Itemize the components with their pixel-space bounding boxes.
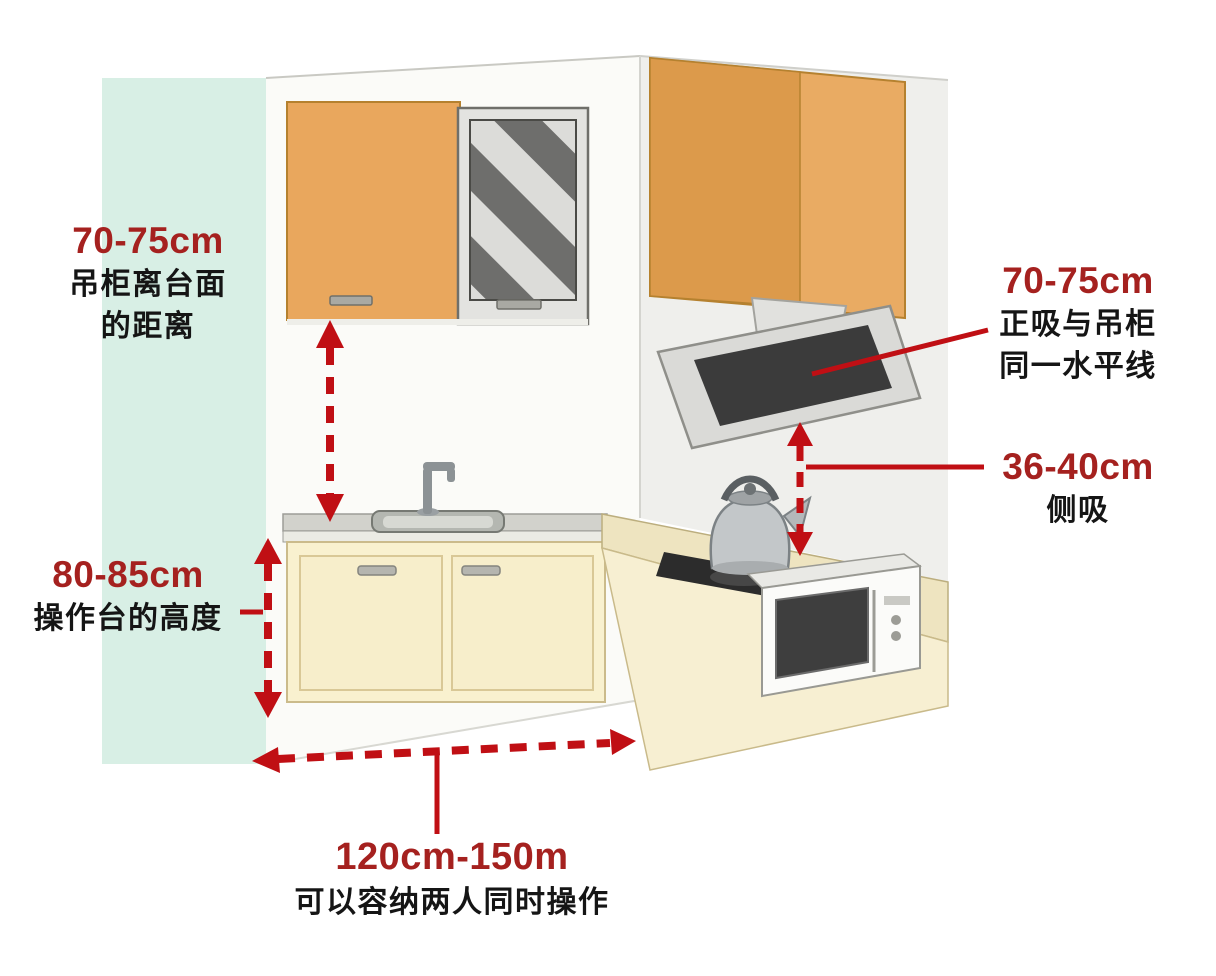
arrow-cabinet-to-counter: [316, 320, 344, 522]
faucet-arm: [423, 462, 455, 471]
floor-edge: [265, 699, 641, 765]
faucet-stem: [423, 468, 432, 514]
annotation-hood-level: 70-75cm 正吸与吊柜 同一水平线: [958, 258, 1198, 388]
arrowhead-down: [254, 692, 282, 718]
microwave: [746, 553, 922, 698]
arrowhead-up: [316, 320, 344, 348]
cabinet-side: [649, 57, 801, 308]
door-handle: [357, 565, 397, 576]
annotation-hood-level-line1: 正吸与吊柜: [999, 308, 1157, 342]
door-handle: [496, 299, 542, 310]
arrow-hood-to-counter: [787, 422, 813, 556]
arrowhead-left: [252, 747, 280, 773]
sink: [371, 510, 505, 533]
kettle-handle: [720, 475, 780, 502]
left-wall: [102, 78, 266, 764]
annotation-side-hood: 36-40cm 侧吸: [958, 444, 1198, 532]
hood-glass: [694, 325, 892, 426]
glass-panel: [469, 119, 577, 301]
annotation-hood-level-line2: 同一水平线: [999, 350, 1157, 384]
kettle-knob: [744, 483, 756, 495]
leader-line-hood: [811, 327, 989, 377]
base-cabinet: [286, 541, 606, 703]
microwave-button: [891, 631, 901, 641]
microwave-button: [891, 615, 901, 625]
door-handle: [329, 295, 373, 306]
annotation-cabinet-gap: 70-75cm 吊柜离台面 的距离: [38, 218, 258, 348]
microwave-window: [775, 586, 869, 680]
arrowhead-up: [254, 538, 282, 564]
range-hood: [656, 296, 922, 450]
arrow-shaft: [277, 739, 611, 763]
annotation-cabinet-gap-line2: 的距离: [100, 310, 196, 344]
arrowhead-down: [787, 532, 813, 556]
arrowhead-down: [316, 494, 344, 522]
ceiling-edge-right: [639, 55, 949, 81]
dimension-arrows: [240, 320, 989, 834]
wood-door: [286, 101, 461, 321]
annotation-side-hood-line1: 侧吸: [1046, 494, 1110, 528]
annotation-hood-level-value: 70-75cm: [1002, 260, 1154, 301]
base-cabinet-door-right: [451, 555, 594, 691]
annotation-walkway-line1: 可以容纳两人同时操作: [294, 885, 610, 919]
microwave-display: [884, 596, 910, 605]
cabinet-underside: [287, 319, 588, 325]
arrow-counter-height: [240, 538, 282, 718]
base-cabinet-door-left: [299, 555, 443, 691]
sink-basin: [383, 516, 493, 528]
wall-cabinet-left: [286, 101, 461, 321]
door-handle: [461, 565, 501, 576]
annotation-cabinet-gap-value: 70-75cm: [72, 220, 224, 261]
wall-cabinet-right: [649, 56, 906, 320]
annotation-walkway-value: 120cm-150m: [335, 836, 569, 878]
annotation-walkway: 120cm-150m 可以容纳两人同时操作: [232, 834, 672, 924]
annotation-cabinet-gap-line1: 吊柜离台面: [69, 268, 227, 302]
arrowhead-up: [787, 422, 813, 446]
annotation-counter-height-value: 80-85cm: [52, 554, 204, 595]
glass-cabinet: [456, 106, 590, 326]
ceiling-edge-left: [265, 55, 641, 79]
annotation-counter-height: 80-85cm 操作台的高度: [8, 552, 248, 640]
faucet: [417, 462, 455, 516]
annotation-counter-height-line1: 操作台的高度: [33, 602, 223, 636]
arrow-walkway: [252, 729, 636, 773]
annotation-side-hood-value: 36-40cm: [1002, 446, 1154, 487]
faucet-spout: [447, 468, 455, 482]
arrowhead-right: [610, 729, 636, 755]
